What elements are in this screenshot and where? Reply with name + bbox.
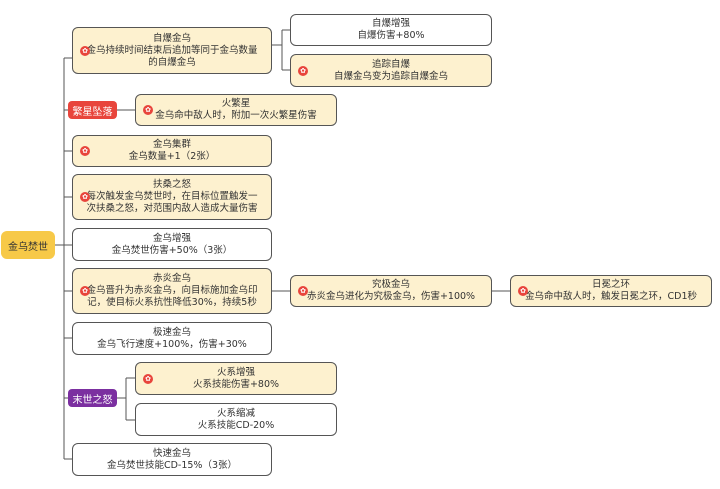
node-jiuji-jinwu[interactable]: ✿ 究极金乌 赤炎金乌进化为究极金乌，伤害+100% [290, 275, 492, 307]
node-text: 火系技能伤害+80% [192, 378, 280, 390]
star-icon: ✿ [80, 146, 90, 156]
node-jinwu-zengqiang[interactable]: 金乌增强 金乌焚世伤害+50%（3张） [72, 228, 272, 261]
node-zhuizong-zibao[interactable]: ✿ 追踪自爆 自爆金乌变为追踪自爆金乌 [290, 54, 492, 87]
node-title: 自爆金乌 [152, 32, 191, 44]
node-text: 次扶桑之怒，对范围内敌人造成大量伤害 [86, 203, 258, 214]
node-huofanxing[interactable]: ✿ 火繁星 金乌命中敌人时，附加一次火繁星伤害 [135, 94, 337, 126]
node-text: 火系技能CD-20% [197, 419, 275, 431]
star-icon: ✿ [298, 286, 308, 296]
node-text: 金乌飞行速度+100%，伤害+30% [97, 338, 247, 350]
tag-moshi-zhinu[interactable]: 末世之怒 [68, 389, 117, 407]
node-title: 扶桑之怒 [152, 179, 191, 190]
node-text: 金乌晋升为赤炎金乌，向目标施加金乌印 [86, 285, 258, 296]
node-jinwu-jiqun[interactable]: ✿ 金乌集群 金乌数量+1（2张） [72, 135, 272, 167]
tag-fanxing-zhuiluo[interactable]: 繁星坠落 [68, 101, 117, 119]
node-title: 快速金乌 [152, 447, 191, 459]
star-icon: ✿ [143, 105, 153, 115]
node-text: 自爆金乌变为追踪自爆金乌 [333, 70, 448, 82]
node-text: 每次触发金乌焚世时，在目标位置触发一 [86, 191, 258, 202]
node-zibao-jinwu[interactable]: ✿ 自爆金乌 金乌持续时间结束后追加等同于金乌数量 的自爆金乌 [72, 27, 272, 74]
node-text: 金乌命中敌人时，触发日冕之环，CD1秒 [525, 291, 697, 302]
node-title: 火系缩减 [216, 407, 255, 419]
node-title: 金乌增强 [152, 232, 191, 244]
star-icon: ✿ [80, 286, 90, 296]
star-icon: ✿ [298, 65, 308, 76]
star-icon: ✿ [80, 192, 90, 202]
node-text: 记，使目标火系抗性降低30%，持续5秒 [87, 297, 257, 308]
node-zibao-zengqiang[interactable]: 自爆增强 自爆伤害+80% [290, 14, 492, 46]
node-fusang-zhinu[interactable]: ✿ 扶桑之怒 每次触发金乌焚世时，在目标位置触发一 次扶桑之怒，对范围内敌人造成… [72, 174, 272, 220]
node-text: 金乌焚世伤害+50%（3张） [111, 244, 233, 256]
node-huoxi-suojian[interactable]: 火系缩减 火系技能CD-20% [135, 403, 337, 436]
node-title: 追踪自爆 [371, 58, 410, 70]
node-title: 极速金乌 [152, 326, 191, 338]
node-text: 赤炎金乌进化为究极金乌，伤害+100% [306, 291, 476, 302]
node-title: 自爆增强 [371, 18, 410, 29]
node-text: 的自爆金乌 [148, 56, 196, 68]
node-text: 金乌持续时间结束后追加等同于金乌数量 [86, 44, 258, 56]
node-kuaisu-jinwu[interactable]: 快速金乌 金乌焚世技能CD-15%（3张） [72, 443, 272, 476]
node-title: 赤炎金乌 [152, 273, 191, 284]
node-text: 自爆伤害+80% [357, 30, 425, 41]
node-huoxi-zengqiang[interactable]: ✿ 火系增强 火系技能伤害+80% [135, 362, 337, 395]
node-text: 金乌数量+1（2张） [128, 151, 216, 162]
node-title: 究极金乌 [371, 279, 410, 290]
node-chiyan-jinwu[interactable]: ✿ 赤炎金乌 金乌晋升为赤炎金乌，向目标施加金乌印 记，使目标火系抗性降低30%… [72, 268, 272, 314]
root-node[interactable]: 金乌焚世 [1, 231, 55, 259]
star-icon: ✿ [80, 45, 90, 56]
star-icon: ✿ [518, 286, 528, 296]
node-rimian-zhihuan[interactable]: ✿ 日冕之环 金乌命中敌人时，触发日冕之环，CD1秒 [510, 275, 712, 307]
node-title: 火系增强 [216, 366, 255, 378]
node-title: 金乌集群 [152, 139, 191, 150]
star-icon: ✿ [143, 373, 153, 384]
node-title: 火繁星 [221, 98, 251, 109]
node-text: 金乌命中敌人时，附加一次火繁星伤害 [155, 110, 317, 121]
node-title: 日冕之环 [591, 279, 630, 290]
node-text: 金乌焚世技能CD-15%（3张） [106, 459, 238, 471]
node-jisu-jinwu[interactable]: 极速金乌 金乌飞行速度+100%，伤害+30% [72, 322, 272, 355]
